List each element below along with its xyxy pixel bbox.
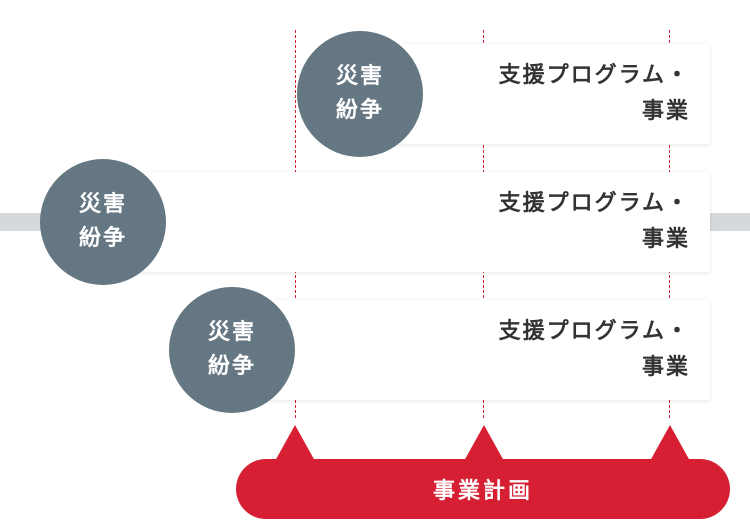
program-card-3: 支援プログラム・ 事業 — [232, 300, 710, 400]
business-plan-bar: 事業計画 — [236, 459, 730, 519]
circle-1-line1: 災害 — [335, 64, 384, 89]
program-card-1-line2: 事業 — [641, 99, 690, 124]
circle-3-line2: 紛争 — [207, 354, 256, 379]
program-card-2-text: 支援プログラム・ 事業 — [499, 186, 690, 258]
arrow-up-1 — [275, 425, 315, 461]
program-card-3-line1: 支援プログラム・ — [498, 319, 690, 344]
program-card-1-line1: 支援プログラム・ — [498, 63, 690, 88]
program-card-2-line2: 事業 — [641, 227, 690, 252]
circle-3-line1: 災害 — [207, 320, 256, 345]
circle-2-line2: 紛争 — [78, 226, 127, 251]
arrow-up-3 — [650, 425, 690, 461]
arrow-up-2 — [464, 425, 504, 461]
program-card-2-line1: 支援プログラム・ — [498, 191, 690, 216]
circle-2-line1: 災害 — [78, 192, 127, 217]
disaster-conflict-circle-3: 災害 紛争 — [169, 287, 295, 413]
program-card-3-text: 支援プログラム・ 事業 — [499, 314, 690, 386]
program-card-3-line2: 事業 — [641, 355, 690, 380]
disaster-conflict-circle-1: 災害 紛争 — [297, 31, 423, 157]
program-card-2: 支援プログラム・ 事業 — [103, 172, 710, 272]
program-card-1-text: 支援プログラム・ 事業 — [499, 58, 690, 130]
disaster-conflict-circle-2: 災害 紛争 — [40, 159, 166, 285]
circle-1-line2: 紛争 — [335, 98, 384, 123]
business-plan-label: 事業計画 — [432, 479, 533, 504]
